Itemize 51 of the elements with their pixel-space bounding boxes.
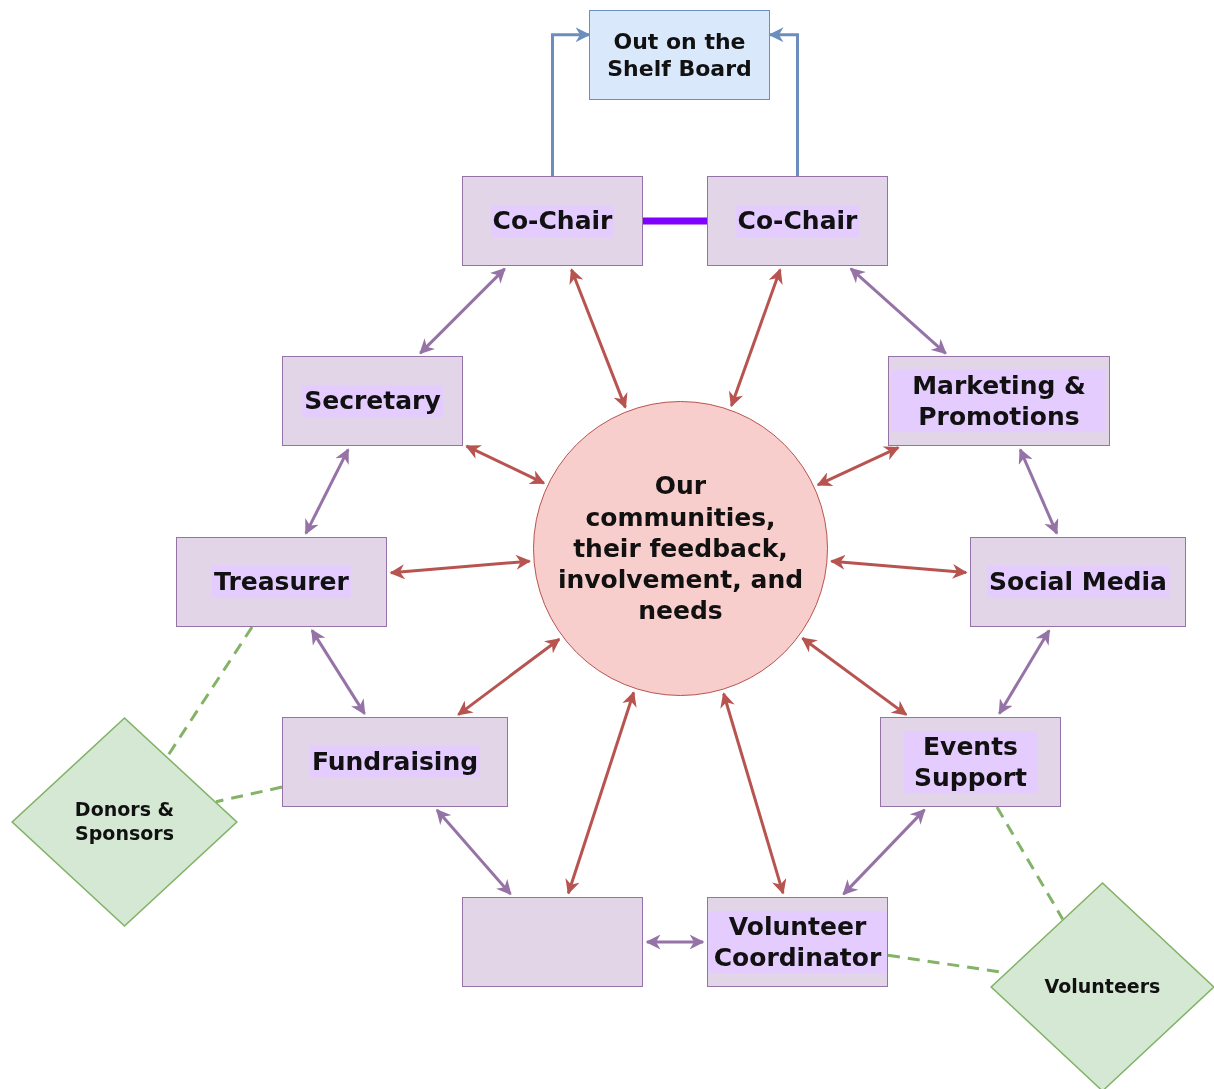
box-label: Secretary (302, 385, 443, 417)
connector-line (643, 217, 707, 225)
box-label: Volunteer Coordinator (708, 910, 887, 974)
stakeholder-diamond (990, 882, 1214, 1089)
arrow (389, 554, 532, 580)
circle-text: Our communities, their feedback, involvement, and needs (556, 470, 805, 627)
arrow (645, 934, 705, 950)
role-box (888, 356, 1110, 446)
arrow (569, 268, 628, 409)
dashed-connector (215, 785, 283, 804)
box-label: Donors & Sponsors (73, 798, 176, 846)
dashed-connector (166, 626, 254, 758)
arrow (842, 808, 926, 896)
box-label: Out on the Shelf Board (606, 27, 753, 83)
box-label: Co-Chair (735, 205, 860, 237)
dashed-connector (995, 806, 1064, 920)
box-label: Co-Chair (490, 205, 615, 237)
arrow (419, 267, 506, 355)
arrow (1018, 448, 1059, 535)
arrow (435, 808, 512, 896)
box-label: Events Support (903, 730, 1038, 794)
stakeholder-diamond (11, 717, 238, 927)
arrow (728, 268, 783, 408)
arrow (849, 267, 947, 355)
role-box (282, 717, 508, 807)
box-label: Social Media (987, 566, 1169, 598)
arrow (816, 446, 900, 487)
arrow (310, 629, 366, 715)
arrow (801, 637, 908, 716)
role-box (707, 176, 888, 266)
arrow (565, 691, 637, 895)
arrow (457, 638, 561, 716)
arrow (720, 692, 787, 895)
arrow (304, 448, 350, 535)
box-label: Marketing & Promotions (892, 369, 1106, 433)
empty-box (462, 897, 643, 987)
role-box (970, 537, 1186, 627)
role-box (176, 537, 387, 627)
arrow (768, 27, 799, 176)
board-box (589, 10, 770, 100)
role-box (282, 356, 463, 446)
box-label: Treasurer (212, 566, 351, 598)
arrow (998, 629, 1051, 715)
role-box (462, 176, 643, 266)
box-label: Volunteers (1044, 975, 1161, 999)
arrow (465, 444, 546, 485)
arrow (551, 27, 591, 176)
role-box (880, 717, 1061, 807)
role-box (707, 897, 888, 987)
box-label: Fundraising (309, 746, 481, 778)
arrow (829, 554, 968, 579)
